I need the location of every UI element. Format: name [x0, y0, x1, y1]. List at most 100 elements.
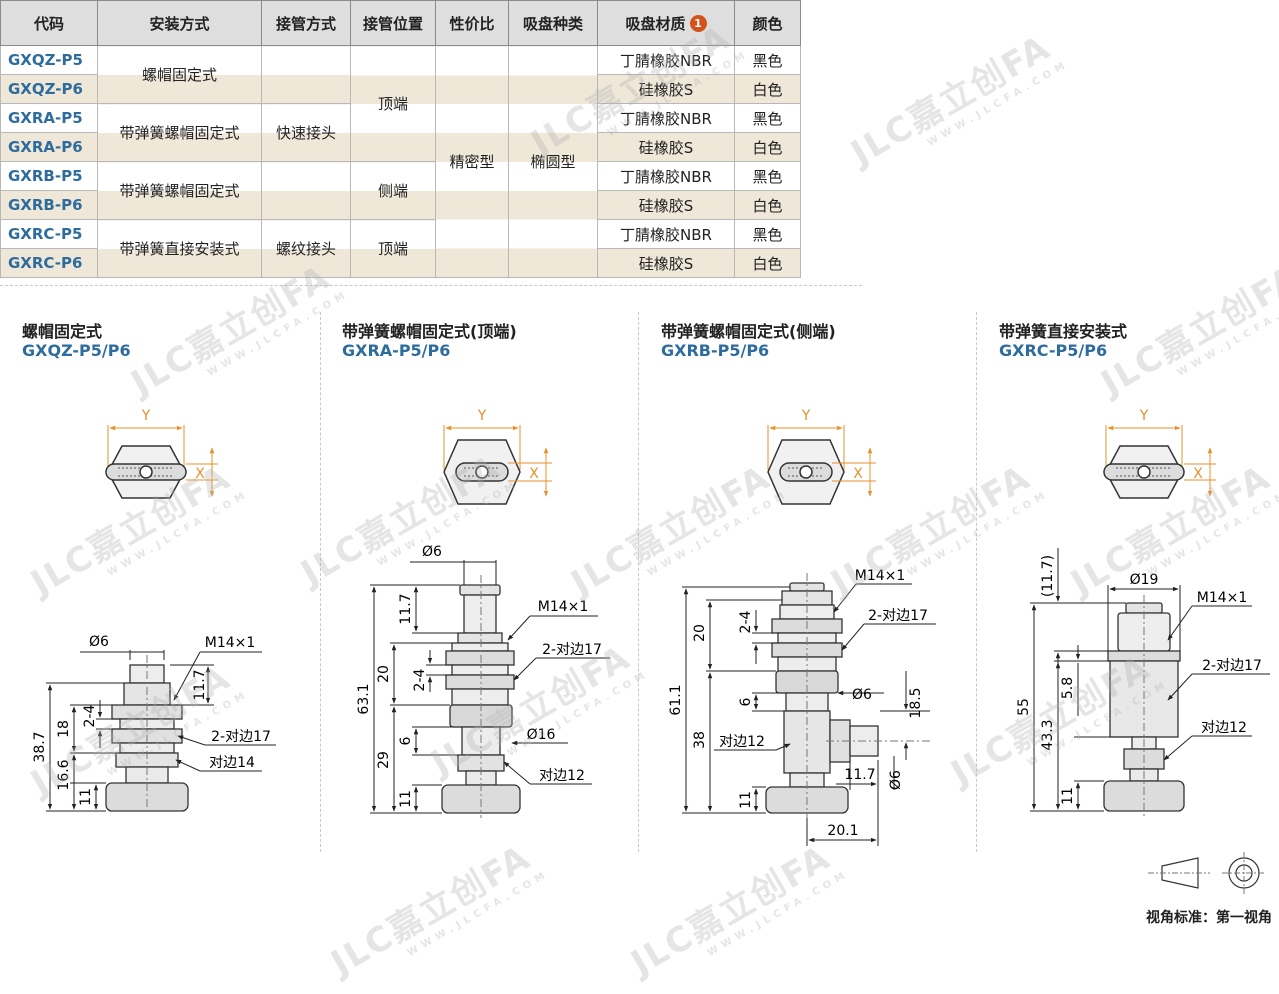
- cell-position: 侧端: [350, 161, 436, 220]
- figure-4-side-view: Ø19 M14×1 2-对边17 对边12 55 (11.7): [1016, 548, 1270, 818]
- dim-thread: M14×1: [205, 635, 256, 651]
- dim-h-e: 29: [376, 751, 392, 769]
- cell-color: 黑色: [734, 161, 801, 191]
- cell-code: GXQZ-P6: [0, 74, 98, 104]
- figure-4-top-view: Y X: [1103, 408, 1216, 499]
- figure-divider: [976, 312, 977, 852]
- dim-h-a: (11.7): [1040, 555, 1056, 597]
- cell-color: 白色: [734, 248, 801, 278]
- dim-flats2: 对边12: [1201, 720, 1247, 736]
- dim-flats2: 对边14: [209, 755, 255, 771]
- dim-h-total: 55: [1016, 698, 1032, 716]
- figure-1-side-view: Ø6 M14×1 11.7 2-对边17 对边14: [32, 634, 276, 815]
- cell-material: 硅橡胶S: [597, 190, 735, 220]
- dim-w-b: 11.7: [844, 767, 875, 783]
- dim-w-c: 20.1: [827, 823, 858, 839]
- cell-material: 丁腈橡胶NBR: [597, 219, 735, 249]
- dim-diameter: Ø19: [1130, 572, 1159, 588]
- header-color: 颜色: [734, 0, 801, 46]
- cell-connection-blank: [261, 45, 351, 104]
- cell-material: 丁腈橡胶NBR: [597, 161, 735, 191]
- figure-1-drawing: Y X Ø6: [32, 408, 276, 815]
- dim-x: X: [195, 466, 205, 482]
- dim-h-d: 16.6: [56, 759, 72, 790]
- cell-color: 白色: [734, 132, 801, 162]
- cell-mount: 带弹簧直接安装式: [97, 219, 262, 278]
- cell-performance: 精密型: [435, 45, 509, 278]
- dim-h-c: 2-4: [412, 668, 428, 691]
- dim-h-c: 43.3: [1040, 719, 1056, 750]
- header-performance: 性价比: [435, 0, 509, 46]
- dim-flats2: 对边12: [719, 734, 765, 750]
- dim-thread: M14×1: [538, 599, 589, 615]
- figure-3-name: 带弹簧螺帽固定式(侧端): [661, 322, 836, 341]
- dim-h-b: 2-4: [82, 704, 98, 727]
- cell-connection: 快速接头: [261, 103, 351, 162]
- dim-h-d: 38: [692, 731, 708, 749]
- table-row: GXRC-P5 带弹簧直接安装式 螺纹接头 顶端 丁腈橡胶NBR 黑色: [0, 219, 801, 278]
- cell-material: 丁腈橡胶NBR: [597, 103, 735, 133]
- dim-thread: M14×1: [855, 568, 906, 584]
- dim-y: Y: [801, 408, 811, 424]
- dim-diameter-2: Ø16: [527, 727, 556, 743]
- dim-w-a: 18.5: [908, 687, 924, 718]
- figure-divider: [320, 312, 321, 852]
- table-row: GXRA-P5 带弹簧螺帽固定式 快速接头 丁腈橡胶NBR 黑色: [0, 103, 801, 162]
- figure-3-top-view: Y X: [767, 408, 876, 505]
- dim-diameter-2: Ø6: [888, 770, 904, 790]
- cell-mount: 螺帽固定式: [97, 45, 262, 104]
- dim-h-total: 61.1: [668, 684, 684, 715]
- cell-cup-type: 椭圆型: [508, 45, 598, 278]
- figure-2-drawing: Y X: [356, 408, 610, 818]
- cell-code: GXRC-P5: [0, 219, 98, 249]
- cell-color: 黑色: [734, 103, 801, 133]
- dim-y: Y: [477, 408, 487, 424]
- dim-x: X: [853, 466, 863, 482]
- figure-1-name: 螺帽固定式: [22, 322, 103, 341]
- table-row: GXQZ-P5 螺帽固定式 顶端 精密型 椭圆型 丁腈橡胶NBR 黑色: [0, 45, 801, 278]
- figure-3-drawing: Y X: [668, 408, 936, 846]
- figure-2-side-view: Ø6 M14×1 2-对边17 Ø16 对边12 63.1 11.7: [356, 544, 610, 818]
- dim-x: X: [529, 466, 539, 482]
- dim-h-d: 6: [398, 736, 414, 745]
- dim-diameter: Ø6: [852, 687, 872, 703]
- dim-h-d: 11: [1060, 787, 1076, 805]
- note-badge: 1: [689, 14, 707, 32]
- cell-color: 黑色: [734, 219, 801, 249]
- dim-y: Y: [1139, 408, 1149, 424]
- dim-diameter: Ø6: [422, 544, 442, 560]
- dim-x: X: [1193, 466, 1203, 482]
- technical-drawings: Y X Ø6: [32, 408, 1270, 894]
- figure-3-code: GXRB-P5/P6: [661, 341, 770, 360]
- dim-flats2: 对边12: [539, 768, 585, 784]
- dim-h-a: 18: [56, 720, 72, 738]
- cell-code: GXRA-P6: [0, 132, 98, 162]
- figure-1-top-view: Y X: [105, 408, 218, 499]
- dim-h-b: 5.8: [1060, 677, 1076, 699]
- cell-code: GXQZ-P5: [0, 45, 98, 75]
- dim-flats: 2-对边17: [542, 642, 602, 658]
- figure-1-code: GXQZ-P5/P6: [22, 341, 131, 360]
- first-angle-projection-symbol: [1148, 852, 1266, 894]
- cell-material: 硅橡胶S: [597, 248, 735, 278]
- cell-material: 丁腈橡胶NBR: [597, 45, 735, 75]
- figure-4-code: GXRC-P5/P6: [999, 341, 1108, 360]
- dim-h-e: 11: [738, 791, 754, 809]
- cell-color: 白色: [734, 74, 801, 104]
- figure-2-top-view: Y X: [443, 408, 552, 505]
- dim-h-b: 2-4: [738, 610, 754, 633]
- dim-y: Y: [141, 408, 151, 424]
- dim-flats: 2-对边17: [1202, 658, 1262, 674]
- table-row: GXRC-P6 硅橡胶S 白色: [0, 248, 801, 278]
- table-row: GXRB-P5 带弹簧螺帽固定式 侧端 丁腈橡胶NBR 黑色: [0, 161, 801, 220]
- dim-h-f: 11: [398, 790, 414, 808]
- dim-flats: 2-对边17: [868, 608, 928, 624]
- cell-code: GXRB-P5: [0, 161, 98, 191]
- dim-h-c: 6: [738, 697, 754, 706]
- dim-h-total: 38.7: [32, 731, 48, 762]
- table-row: GXRA-P6 硅橡胶S 白色: [0, 132, 801, 162]
- figure-2-name: 带弹簧螺帽固定式(顶端): [342, 322, 517, 341]
- dim-h-a: 20: [692, 624, 708, 642]
